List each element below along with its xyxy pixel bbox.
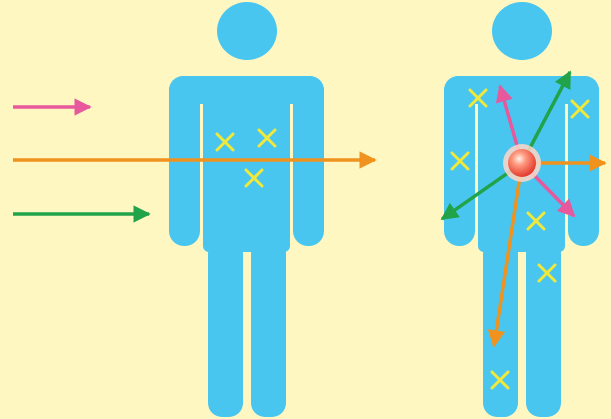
radiation-source-sphere [508,149,536,177]
figure-head [217,2,277,60]
figure-leg-right [526,240,561,417]
figure-leg-left [208,240,243,417]
figure-head [492,2,552,60]
figure-shoulder-bar [169,76,324,104]
figure-leg-left [483,240,518,417]
figure-leg-right [251,240,286,417]
figure-shoulder-bar [444,76,599,104]
